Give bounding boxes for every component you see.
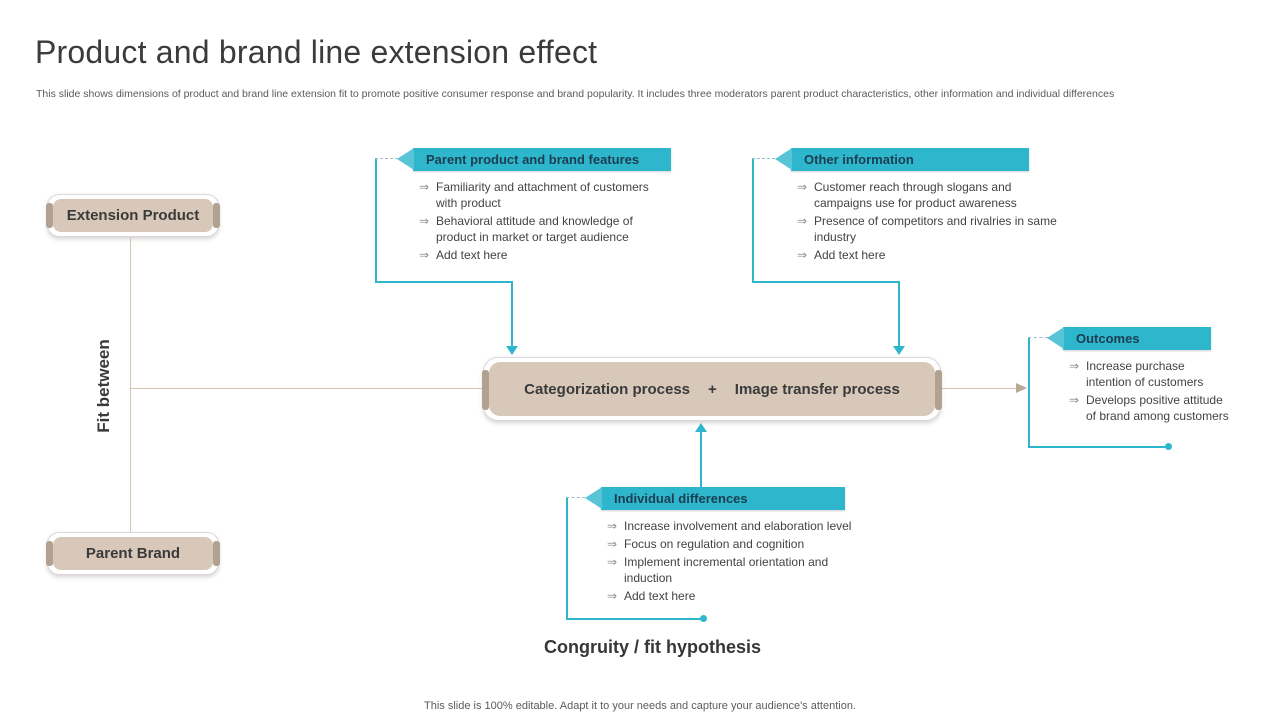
double-arrow-bullet-icon: ⇒ [797,180,808,194]
image-transfer-process-label: Image transfer process [734,380,900,398]
triangle-left-icon [397,148,414,170]
categorization-process-label: Categorization process [524,380,691,398]
connector-line [566,618,703,620]
endpoint-dot-icon [1165,443,1172,450]
page-title: Product and brand line extension effect [35,34,598,70]
parent-brand-box: Parent Brand [46,532,220,575]
endpoint-dot-icon [700,615,707,622]
double-arrow-bullet-icon: ⇒ [607,555,618,569]
triangle-left-icon [1047,327,1064,349]
arrow-up-icon [695,423,707,432]
connector-line [131,388,483,389]
list-item: ⇒Increase involvement and elaboration le… [607,519,852,533]
congruity-caption: Congruity / fit hypothesis [543,637,761,657]
connector-line [898,281,900,347]
connector-line [1028,446,1168,448]
box-side-accent [935,370,942,410]
connector-line [130,237,131,532]
double-arrow-bullet-icon: ⇒ [607,519,618,533]
list-item: ⇒Add text here [607,589,696,603]
connector-line [375,159,377,281]
callout-list-parent-features: ⇒Familiarity and attachment of customers… [419,179,671,265]
connector-line [511,281,513,347]
double-arrow-bullet-icon: ⇒ [607,537,618,551]
triangle-left-icon [585,487,602,509]
double-arrow-bullet-icon: ⇒ [797,248,808,262]
connector-line [700,430,702,487]
arrow-right-icon [1016,383,1027,393]
list-item: ⇒Develops positive attitude of brand amo… [1069,393,1229,423]
box-side-accent [213,541,220,566]
double-arrow-bullet-icon: ⇒ [607,589,618,603]
connector-line [941,388,1018,389]
callout-title: Other information [804,152,914,167]
connector-dashed [1028,337,1048,338]
footer-note: This slide is 100% editable. Adapt it to… [424,700,856,712]
callout-list-outcomes: ⇒Increase purchase intention of customer… [1069,358,1231,426]
connector-dashed [375,158,398,159]
triangle-left-icon [775,148,792,170]
callout-header-individual-differences: Individual differences [585,487,845,510]
slide-subtitle: This slide shows dimensions of product a… [36,88,1115,100]
list-item: ⇒Implement incremental orientation and i… [607,555,829,585]
box-side-accent [482,370,489,410]
callout-header-other-information: Other information [775,148,1029,171]
double-arrow-bullet-icon: ⇒ [1069,359,1080,373]
connector-line [566,498,568,619]
double-arrow-bullet-icon: ⇒ [797,214,808,228]
box-side-accent [46,541,53,566]
list-item: ⇒Add text here [797,248,886,262]
connector-line [752,159,754,281]
list-item: ⇒Increase purchase intention of customer… [1069,359,1204,389]
callout-header-parent-features: Parent product and brand features [397,148,671,171]
callout-title: Parent product and brand features [426,152,640,167]
list-item: ⇒Familiarity and attachment of customers… [419,180,649,210]
callout-header-outcomes: Outcomes [1047,327,1211,350]
callout-title: Outcomes [1076,331,1140,346]
double-arrow-bullet-icon: ⇒ [1069,393,1080,407]
fit-between-label: Fit between [94,339,113,433]
box-side-accent [46,203,53,228]
extension-product-box: Extension Product [46,194,220,237]
connector-line [752,281,899,283]
list-item: ⇒Presence of competitors and rivalries i… [797,214,1057,244]
connector-dashed [566,497,585,498]
callout-list-other-information: ⇒Customer reach through slogans and camp… [797,179,1059,265]
callout-list-individual-differences: ⇒Increase involvement and elaboration le… [607,518,863,606]
callout-title: Individual differences [614,491,748,506]
connector-line [1028,338,1030,447]
process-box: Categorization process + Image transfer … [482,357,942,421]
parent-brand-label: Parent Brand [85,545,181,562]
double-arrow-bullet-icon: ⇒ [419,214,430,228]
arrow-down-icon [893,346,905,355]
list-item: ⇒Focus on regulation and cognition [607,537,805,551]
connector-line [375,281,512,283]
box-side-accent [213,203,220,228]
double-arrow-bullet-icon: ⇒ [419,248,430,262]
list-item: ⇒Behavioral attitude and knowledge of pr… [419,214,633,244]
connector-dashed [752,158,775,159]
list-item: ⇒Add text here [419,248,508,262]
list-item: ⇒Customer reach through slogans and camp… [797,180,1017,210]
double-arrow-bullet-icon: ⇒ [419,180,430,194]
plus-sign: + [708,380,717,398]
extension-product-label: Extension Product [66,207,200,224]
arrow-down-icon [506,346,518,355]
